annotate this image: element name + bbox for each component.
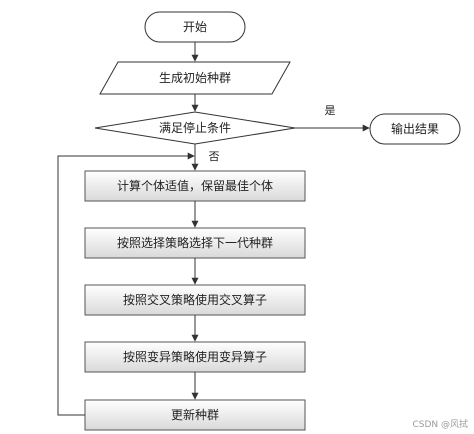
svg-text:生成初始种群: 生成初始种群 [159, 71, 231, 85]
step-update: 更新种群 [84, 399, 306, 431]
svg-text:按照变异策略使用变异算子: 按照变异策略使用变异算子 [123, 349, 267, 364]
step-fitness: 计算个体适值，保留最佳个体 [84, 170, 306, 202]
start-node: 开始 [144, 11, 246, 43]
output-result-node: 输出结果 [369, 113, 461, 145]
watermark-label: CSDN @风拭 [412, 420, 468, 430]
step-crossover: 按照交叉策略使用交叉算子 [84, 284, 306, 316]
svg-text:输出结果: 输出结果 [391, 121, 439, 136]
step-mutation: 按照变异策略使用变异算子 [84, 341, 306, 373]
edge-loop-back [57, 152, 195, 416]
stop-condition-decision: 满足停止条件 [94, 111, 296, 145]
init-population-node: 生成初始种群 [99, 61, 291, 95]
edge-label-yes: 是 [325, 104, 336, 117]
svg-text:开始: 开始 [183, 20, 207, 34]
svg-text:满足停止条件: 满足停止条件 [159, 120, 231, 135]
edge-label-no: 否 [209, 150, 220, 163]
svg-text:按照交叉策略使用交叉算子: 按照交叉策略使用交叉算子 [123, 292, 267, 307]
step-selection: 按照选择策略选择下一代种群 [84, 227, 306, 259]
svg-text:计算个体适值，保留最佳个体: 计算个体适值，保留最佳个体 [117, 178, 273, 193]
svg-text:更新种群: 更新种群 [171, 407, 219, 422]
svg-text:按照选择策略选择下一代种群: 按照选择策略选择下一代种群 [117, 235, 273, 250]
